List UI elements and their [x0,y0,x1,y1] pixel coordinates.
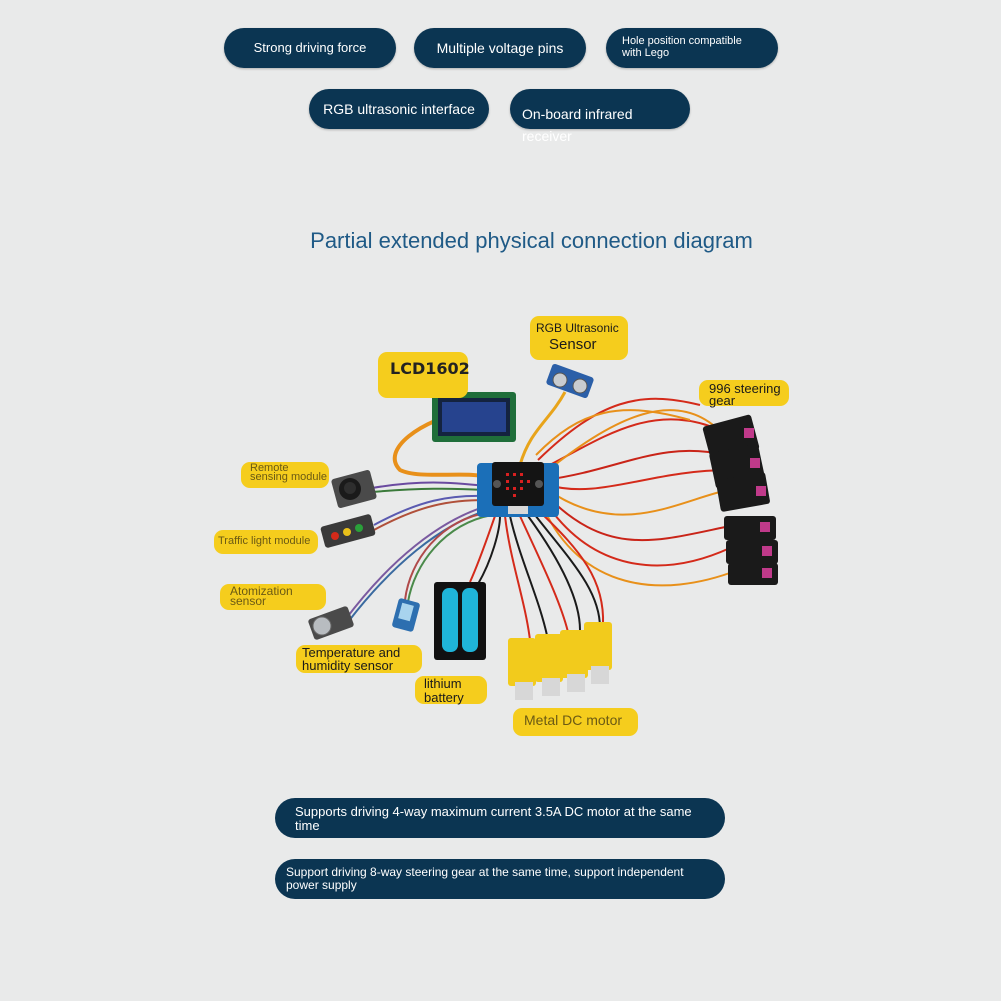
lcd-wire [392,408,491,480]
lcd1602-module [432,392,516,442]
feature-pill-voltage-pins: Multiple voltage pins [414,28,586,68]
traffic-light-label: Traffic light module [214,530,318,554]
info-banner-steering-gear: Support driving 8-way steering gear at t… [275,859,725,899]
servo-wires [535,397,739,587]
info-banner-dc-motor: Supports driving 4-way maximum current 3… [275,798,725,838]
feature-label: On-board infrared receiver [522,106,633,145]
ultrasonic-sensor [546,363,594,399]
motor-wires [504,511,605,641]
expansion-board [477,462,559,517]
traffic-light-module [320,514,376,548]
dc-motor [535,634,563,696]
feature-pill-driving-force: Strong driving force [224,28,396,68]
diagram-title: Partial extended physical connection dia… [310,228,753,253]
lcd1602-label: LCD1602 [378,352,470,398]
joystick-module [331,470,377,508]
feature-label: Hole position compatible with Lego [622,35,742,59]
temperature-humidity-label: Temperature and humidity sensor [296,645,422,673]
dc-motor [560,630,588,692]
lithium-battery [434,582,486,660]
remote-sensing-label: Remote sensing module [241,462,329,488]
dc-motor [508,638,536,700]
feature-label: Multiple voltage pins [436,39,564,56]
temperature-sensor [392,598,420,632]
info-text: Support driving 8-way steering gear at t… [286,865,684,892]
sensor-wires [344,481,501,623]
feature-pill-lego: Hole position compatible with Lego [606,28,778,68]
dc-motors [508,622,612,700]
feature-pill-rgb-interface: RGB ultrasonic interface [309,89,489,129]
feature-label: RGB ultrasonic interface [323,100,475,117]
atomization-label: Atomization sensor [220,584,326,610]
rgb-ultrasonic-label: RGB Ultrasonic Sensor [530,316,628,360]
info-text: Supports driving 4-way maximum current 3… [295,804,692,833]
dc-motor [584,622,612,684]
lithium-battery-label: lithium battery [415,676,487,704]
metal-dc-motor-label: Metal DC motor [513,708,638,736]
feature-label: Strong driving force [253,40,367,56]
feature-pill-infrared: On-board infrared receiver [510,89,690,144]
ultrasonic-wire [518,391,567,466]
steering-gears [702,414,778,585]
steering-gear-label: 996 steering gear [699,380,789,407]
atomization-sensor [308,606,354,640]
